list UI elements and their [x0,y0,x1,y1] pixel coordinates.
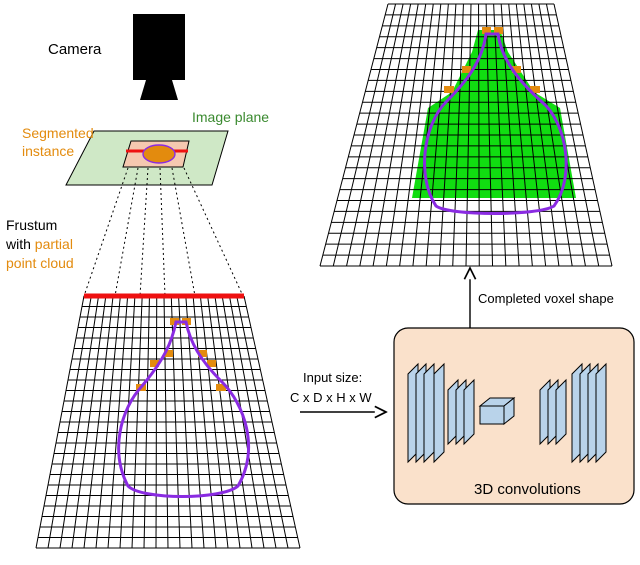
completed-voxels [412,30,576,198]
input-size-label-1: Input size: [303,370,362,385]
completed-label: Completed voxel shape [478,291,614,306]
frustum-lines [83,167,244,297]
conv-network: 3D convolutions [393,327,635,505]
image-plane-label: Image plane [192,109,269,125]
segmented-label-1: Segmented [22,125,94,141]
input-voxel-grid [35,293,301,549]
camera-label: Camera [48,41,102,58]
frustum-label-1: Frustum [6,217,57,233]
camera-icon [133,14,185,100]
frustum-label-2: with partial [5,236,73,252]
segmented-instance [142,144,176,164]
partial-shape-outline [117,320,251,498]
frustum-label-3: point cloud [6,255,74,271]
segmented-label-2: instance [22,143,74,159]
input-size-label-2: C x D x H x W [290,390,372,405]
output-voxel-grid [319,3,613,267]
completed-shape-outline [423,32,568,215]
conv-label: 3D convolutions [474,481,581,498]
